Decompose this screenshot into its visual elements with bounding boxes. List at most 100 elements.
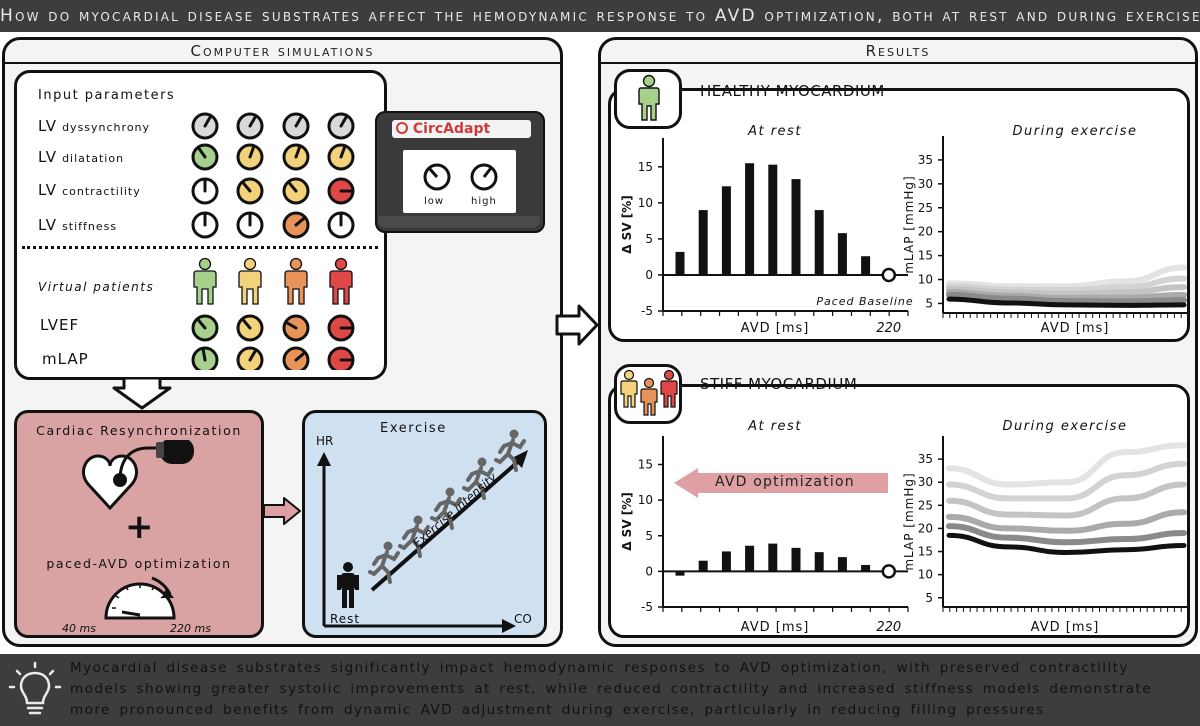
series-line [946,264,1187,290]
y-tick-label: 35 [918,452,933,466]
laptop-knobs [423,163,498,191]
knob-high-label: high [471,196,497,207]
paced-baseline-label: Paced Baseline [816,295,913,308]
x-end-label: 220 [876,620,901,635]
y-tick-label: 5 [645,529,653,543]
series-line [946,509,1187,534]
y-tick-label: 5 [645,232,653,246]
y-tick-label: 0 [645,564,653,578]
runner-icon [430,487,462,530]
y-tick-label: 30 [918,475,933,489]
bar [721,186,731,275]
avd-max-label: 220 ms [170,622,211,635]
avd-min-label: 40 ms [62,622,96,635]
x-axis-label: AVD [ms] [741,321,810,336]
y-axis-label: Δ SV [%] [620,195,634,254]
param-row-dilatation: LV dilatation [38,148,125,166]
bar [861,256,871,275]
y-tick-label: 15 [918,545,933,559]
runner-icon [368,541,400,584]
param-sub: stiffness [62,220,118,233]
param-row-dyssynchrony: LV dyssynchrony [38,117,151,135]
series-line [946,481,1187,519]
y-tick-label: -5 [641,600,653,614]
chart-title: During exercise [1003,419,1128,434]
avd-optimization-label: paced-AVD optimization [46,556,232,571]
bar [698,210,708,275]
virtual-patients-label: Virtual patients [38,280,155,294]
y-axis-label: mLAP [mmHg] [902,472,916,570]
mlap-label: mLAP [42,350,89,368]
y-tick-label: 30 [918,177,933,191]
research-question: How do myocardial disease substrates aff… [0,0,1200,32]
y-tick-label: 35 [918,153,933,167]
heart-pacemaker-icon [82,440,194,511]
y-tick-label: 10 [918,568,933,582]
hr-axis-label: HR [316,434,334,448]
runner-icon [494,429,526,472]
bar [675,571,685,576]
param-sub: contractility [62,185,141,198]
y-tick-label: 10 [918,273,933,287]
bar [768,543,778,572]
series-line [946,532,1187,555]
series-line [946,284,1187,297]
baseline-marker [881,564,897,579]
bar [791,179,801,275]
bar [814,210,824,275]
avd-optimization-arrow [674,468,888,498]
series-line [946,460,1187,502]
x-axis-label: AVD [ms] [741,620,810,635]
exercise-diagram [317,429,528,633]
virtual-patient-icon [193,257,217,305]
y-tick-label: 15 [638,160,653,174]
param-sub: dilatation [62,152,125,165]
simulations-title: Computer simulations [190,42,375,60]
circadapt-logo: CircAdapt [392,120,531,138]
bar [814,552,824,572]
param-sub: dyssynchrony [62,121,151,134]
bar [791,547,801,572]
x-end-label: 220 [876,321,901,336]
x-axis-label: AVD [ms] [1031,620,1100,635]
parameter-dials [191,112,355,370]
diseased-patients-icon [620,369,678,416]
results-title-rule [598,62,1198,64]
virtual-patient-icon [238,257,262,305]
crt-title: Cardiac Resynchronization [36,423,242,438]
healthy-person-icon [638,74,660,121]
chart-title: At rest [747,419,802,434]
bar [745,545,755,572]
param-row-stiffness: LV stiffness [38,216,118,234]
bar [768,164,778,275]
y-tick-label: 20 [918,225,933,239]
bar [861,564,871,572]
rest-label: Rest [330,612,361,626]
param-row-contractility: LV contractility [38,181,141,199]
y-tick-label: 15 [918,249,933,263]
laptop-screen [403,150,516,213]
virtual-patient-icon [329,257,353,305]
circadapt-name: CircAdapt [412,121,491,137]
plus-sign: + [125,507,154,547]
y-tick-label: 5 [925,296,933,310]
y-tick-label: 25 [918,498,933,512]
healthy-title: HEALTHY MYOCARDIUM [700,82,885,100]
baseline-marker [881,267,897,283]
down-arrow [112,378,172,410]
x-axis-label: AVD [ms] [1041,321,1110,336]
avd-optimization-arrow-label: AVD optimization [715,474,855,490]
y-tick-label: 0 [645,268,653,282]
chart-title: At rest [747,124,802,139]
stiff-title: STIFF MYOCARDIUM [700,375,858,393]
series-line [946,291,1187,305]
panel-connector-arrow [555,304,599,346]
gauge-icon [104,576,176,620]
section-divider [22,246,378,249]
input-parameters-title: Input parameters [38,88,176,103]
y-tick-label: 10 [638,196,653,210]
runner-icon [462,457,494,500]
conclusion-bar [0,654,1200,726]
y-axis-label: Δ SV [%] [620,492,634,551]
